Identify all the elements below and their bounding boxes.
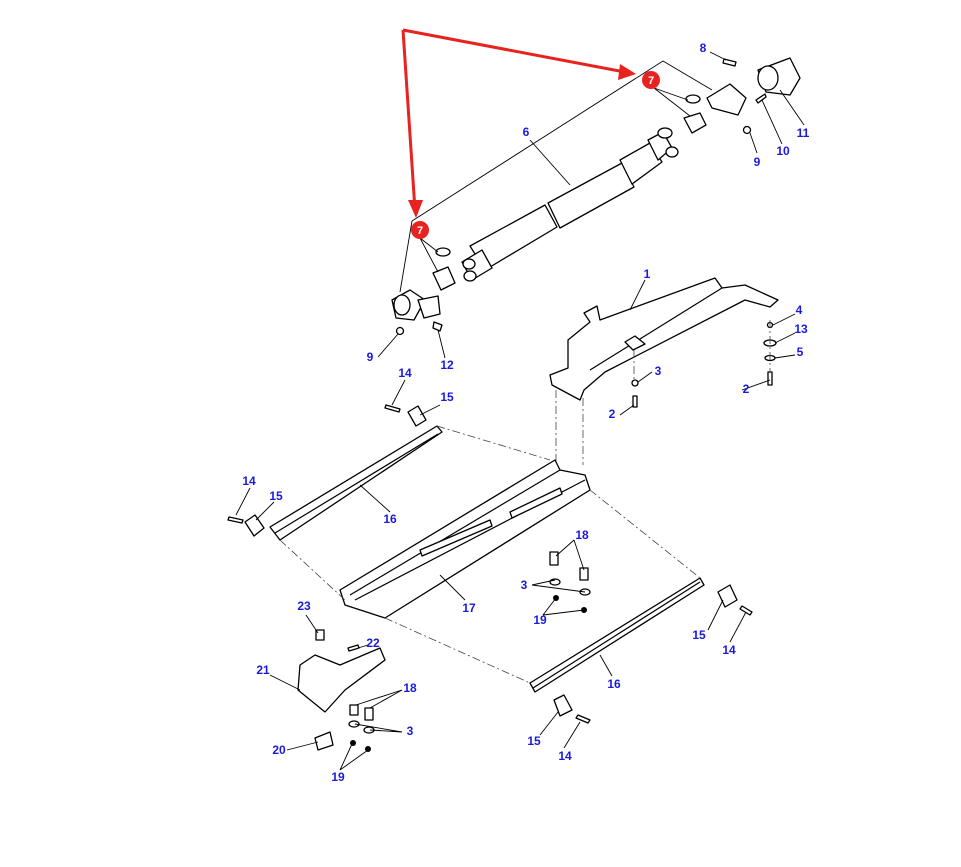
callout-13[interactable]: 13	[794, 322, 808, 336]
highlight-arrows	[401, 28, 636, 218]
callout-labels: 8 11 10 9 6 1 4 13 5 3 2 2 9 12 14 15 14…	[242, 41, 809, 784]
callout-8[interactable]: 8	[700, 41, 707, 55]
callout-14[interactable]: 14	[398, 366, 412, 380]
callout-15[interactable]: 15	[527, 734, 541, 748]
callout-11[interactable]: 11	[797, 126, 810, 140]
callout-15[interactable]: 15	[269, 489, 283, 503]
callout-18[interactable]: 18	[403, 681, 417, 695]
callout-3[interactable]: 3	[655, 364, 662, 378]
callout-23[interactable]: 23	[297, 599, 311, 613]
callout-15[interactable]: 15	[692, 628, 706, 642]
callout-16[interactable]: 16	[607, 677, 621, 691]
callout-18[interactable]: 18	[575, 528, 589, 542]
callout-4[interactable]: 4	[796, 303, 803, 317]
frame-17	[339, 459, 591, 619]
callout-17[interactable]: 17	[462, 601, 476, 615]
callout-1[interactable]: 1	[644, 267, 651, 281]
callout-9[interactable]: 9	[754, 155, 761, 169]
callout-12[interactable]: 12	[440, 358, 454, 372]
propshaft	[461, 127, 679, 282]
highlight-marker-left[interactable]: 7	[411, 221, 429, 239]
callout-19[interactable]: 19	[533, 613, 547, 627]
callout-14[interactable]: 14	[722, 643, 736, 657]
callout-20[interactable]: 20	[272, 743, 286, 757]
callout-2[interactable]: 2	[609, 407, 616, 421]
marker-label: 7	[648, 75, 654, 87]
callout-22[interactable]: 22	[366, 636, 380, 650]
highlight-marker-top[interactable]: 7	[642, 71, 660, 89]
callout-14[interactable]: 14	[558, 749, 572, 763]
callout-5[interactable]: 5	[797, 345, 804, 359]
callout-21[interactable]: 21	[256, 663, 270, 677]
callout-14[interactable]: 14	[242, 474, 256, 488]
callout-16[interactable]: 16	[383, 512, 397, 526]
leader-lines	[235, 51, 805, 771]
callout-2[interactable]: 2	[743, 382, 750, 396]
callout-15[interactable]: 15	[440, 390, 454, 404]
callout-19[interactable]: 19	[331, 770, 345, 784]
bracket-1	[549, 277, 779, 401]
marker-label: 7	[417, 225, 423, 237]
callout-10[interactable]: 10	[776, 144, 790, 158]
callout-9[interactable]: 9	[367, 350, 374, 364]
callout-3[interactable]: 3	[407, 724, 414, 738]
callout-6[interactable]: 6	[523, 125, 530, 139]
callout-3[interactable]: 3	[521, 578, 528, 592]
